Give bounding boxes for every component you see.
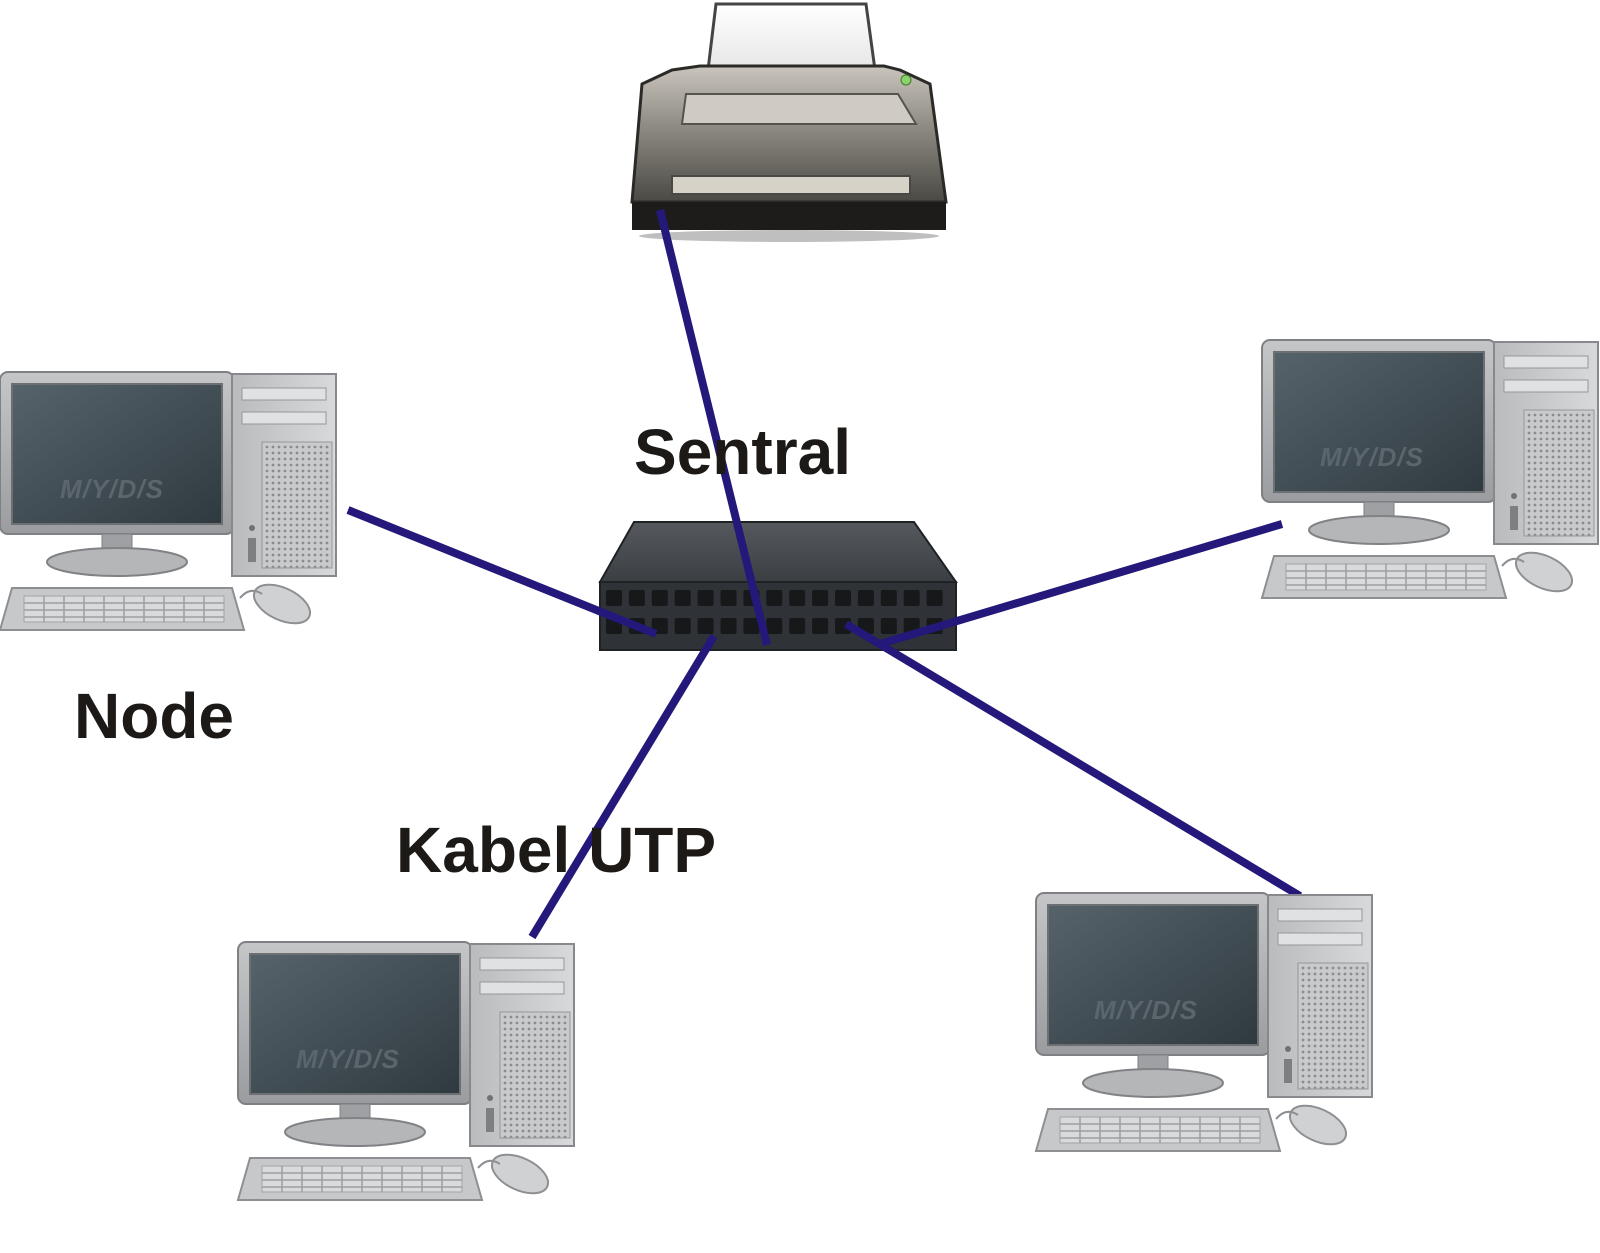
switch-port: [697, 590, 714, 606]
switch-port: [628, 590, 645, 606]
cable-node-bottom-right: [843, 620, 1303, 900]
svg-text:M/Y/D/S: M/Y/D/S: [1094, 995, 1198, 1025]
switch-port: [697, 618, 714, 634]
cable-printer: [656, 209, 771, 646]
switch-port: [720, 618, 737, 634]
switch-port: [812, 590, 829, 606]
switch-port: [835, 590, 851, 606]
switch-port: [606, 590, 622, 606]
desktop-computer-icon: M/Y/D/S: [0, 371, 337, 633]
switch-port: [766, 590, 783, 606]
switch-port: [903, 590, 920, 606]
svg-text:M/Y/D/S: M/Y/D/S: [60, 474, 164, 504]
cable-node-right: [878, 520, 1284, 648]
svg-text:M/Y/D/S: M/Y/D/S: [296, 1044, 400, 1074]
desktop-computer-icon: M/Y/D/S: [1261, 339, 1599, 601]
switch-port: [720, 590, 737, 606]
label-node: Node: [74, 680, 234, 752]
switch-port: [857, 590, 874, 606]
cable-node-left: [346, 506, 658, 638]
switch-port: [812, 618, 829, 634]
printer-icon: [630, 2, 948, 242]
label-sentral: Sentral: [634, 416, 851, 488]
svg-text:M/Y/D/S: M/Y/D/S: [1320, 442, 1424, 472]
switch-port: [651, 590, 668, 606]
desktop-computer-icon: M/Y/D/S: [1035, 892, 1373, 1154]
label-kabel-utp: Kabel UTP: [396, 814, 716, 886]
cable-node-bottom-left: [528, 633, 718, 940]
switch-port: [766, 618, 783, 634]
switch-port: [880, 590, 897, 606]
switch-port: [880, 618, 897, 634]
switch-port: [789, 590, 806, 606]
switch-port: [674, 590, 691, 606]
switch-port: [926, 590, 943, 606]
utp-cables: [346, 209, 1303, 940]
desktop-computer-icon: M/Y/D/S: [237, 941, 575, 1203]
switch-port: [743, 618, 760, 634]
switch-port: [835, 618, 851, 634]
switch-port: [674, 618, 691, 634]
switch-port: [789, 618, 806, 634]
